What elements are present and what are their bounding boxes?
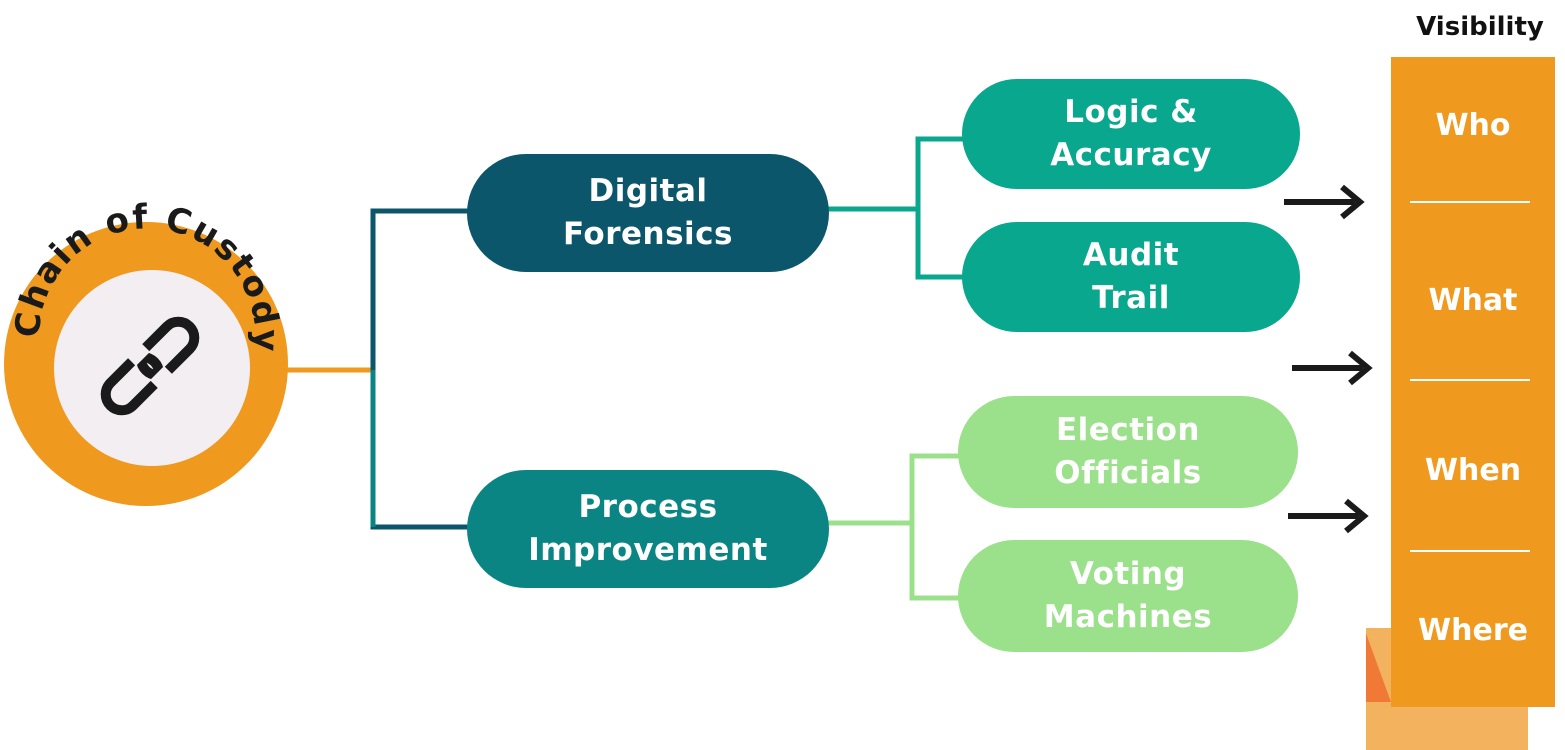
visibility-divider (1410, 201, 1530, 203)
visibility-item-who: Who (1435, 108, 1511, 143)
node-voting-machines: Voting Machines (958, 540, 1298, 652)
node-digital-forensics: Digital Forensics (467, 154, 829, 272)
node-process-improvement: Process Improvement (467, 470, 829, 588)
visibility-title: Visibility (1416, 12, 1544, 42)
node-logic-accuracy: Logic & Accuracy (962, 79, 1300, 189)
visibility-divider (1410, 550, 1530, 552)
chain-link-icon (100, 316, 200, 416)
connector-branch-split (370, 208, 470, 530)
arrow-icon (1292, 350, 1373, 386)
node-digital-forensics-label: Digital Forensics (562, 173, 733, 252)
visibility-item-when: When (1424, 453, 1522, 488)
root-node: Chain of Custody (4, 197, 288, 506)
node-voting-machines-label: Voting Machines (1043, 556, 1213, 635)
arrow-icon (1284, 184, 1365, 220)
visibility-item-what: What (1428, 283, 1518, 318)
node-audit-trail: Audit Trail (962, 222, 1300, 332)
visibility-panel-fold (1366, 628, 1394, 702)
node-process-improvement-label: Process Improvement (528, 489, 768, 568)
arrow-icon (1288, 498, 1369, 534)
node-audit-trail-label: Audit Trail (1082, 237, 1180, 316)
node-logic-accuracy-label: Logic & Accuracy (1050, 94, 1212, 173)
visibility-item-where: Where (1418, 613, 1528, 648)
visibility-panel (1391, 57, 1555, 707)
node-election-officials-label: Election Officials (1054, 412, 1202, 491)
node-election-officials: Election Officials (958, 396, 1298, 508)
visibility-divider (1410, 379, 1530, 381)
